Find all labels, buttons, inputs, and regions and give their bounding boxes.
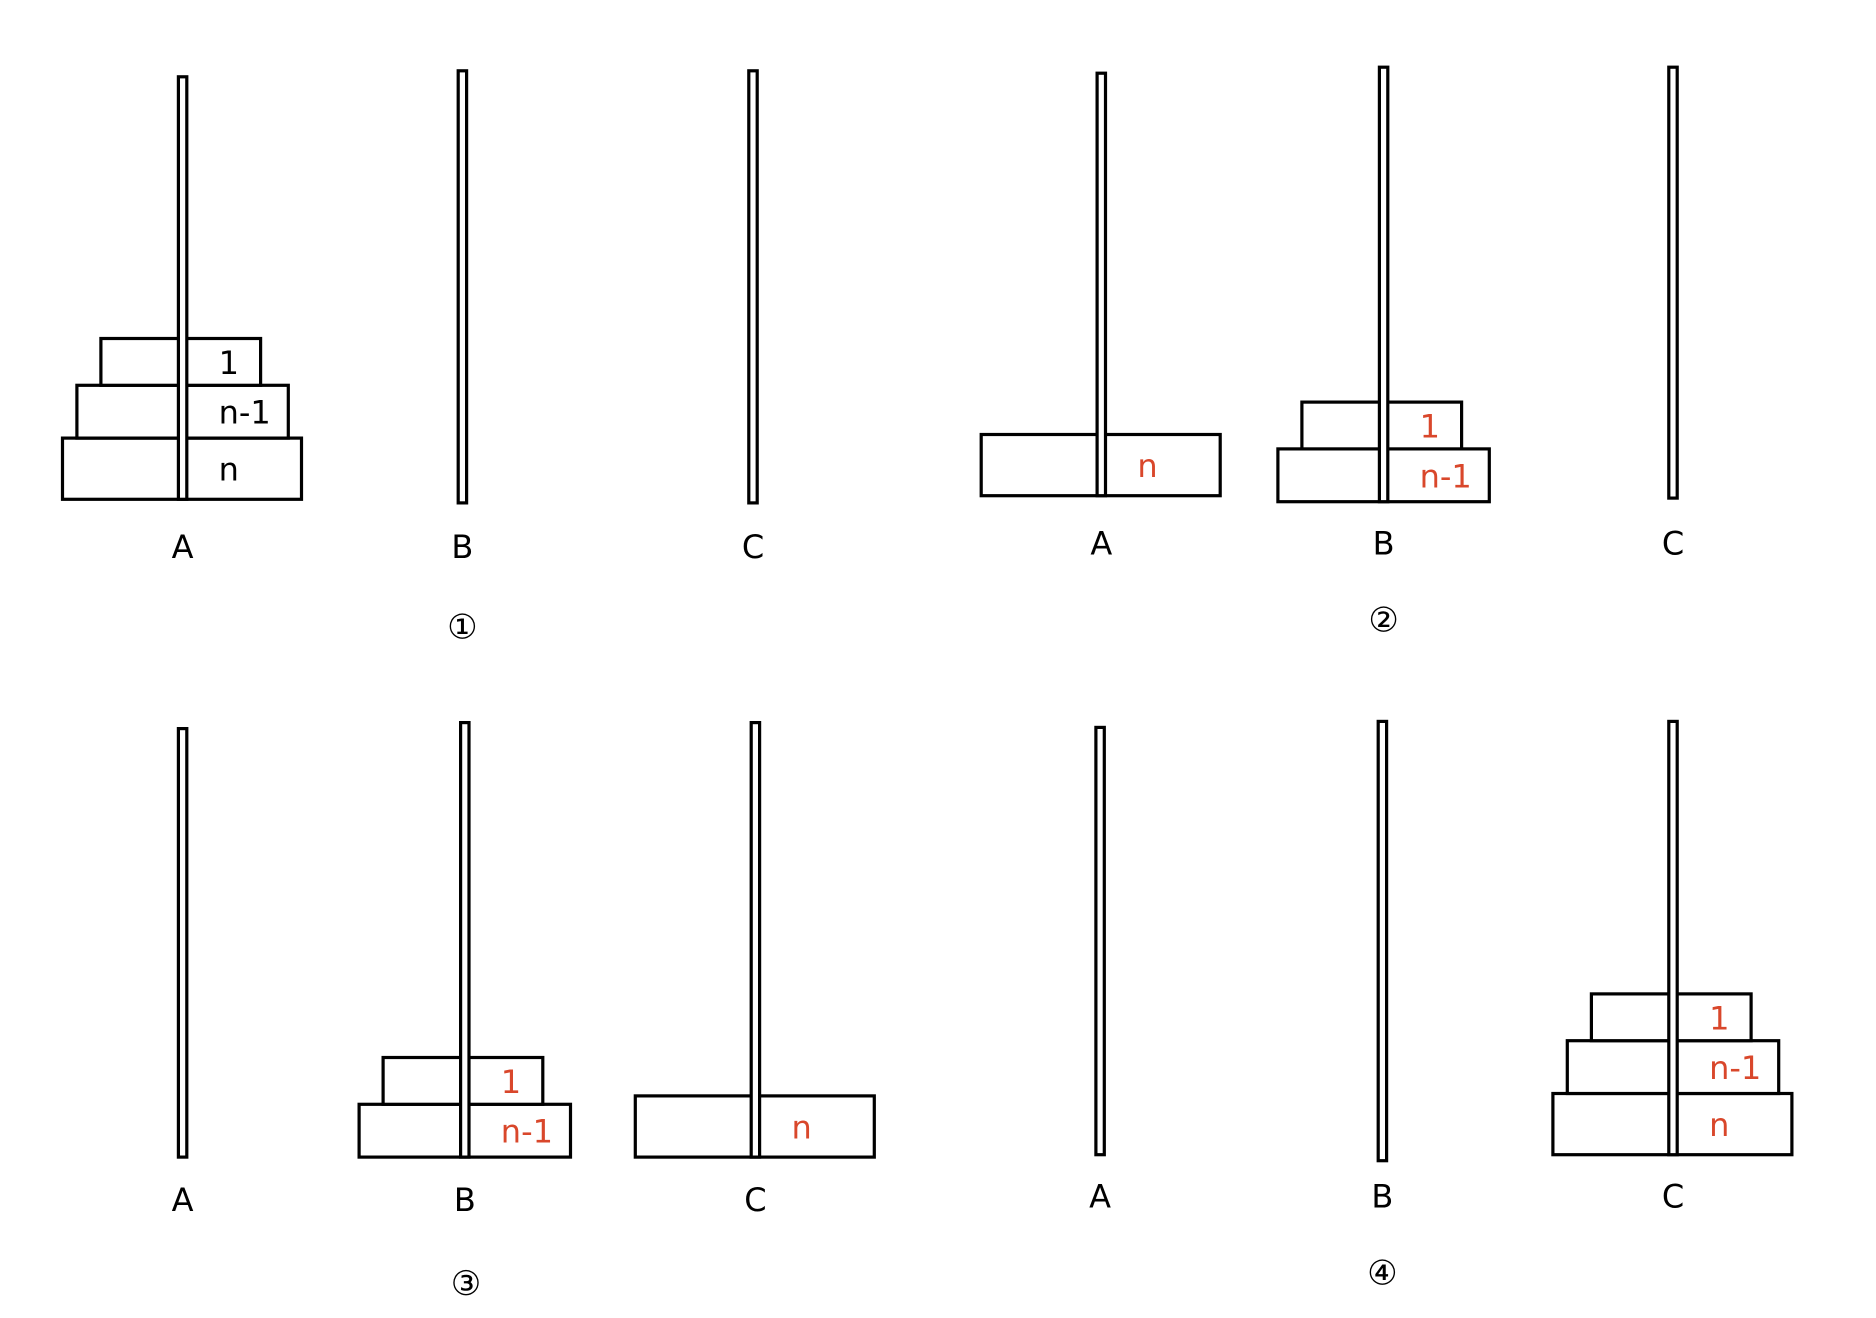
peg-rod [749, 720, 762, 1159]
disk-label: 1 [1709, 999, 1729, 1037]
peg-rod [1376, 719, 1389, 1163]
peg-label: A [1090, 525, 1112, 563]
disk-label: n-1 [1709, 1049, 1761, 1087]
peg-rod [1667, 719, 1679, 1157]
peg-b: B [451, 69, 473, 566]
peg-b: n-1 1B [1276, 65, 1491, 563]
peg-rod [1667, 65, 1679, 500]
peg-label: C [1662, 1178, 1684, 1216]
disk-label: n-1 [219, 394, 271, 432]
panel-step-4: A Bn n-1 1C ④ [1089, 719, 1794, 1293]
peg-label: C [744, 1181, 766, 1219]
peg-rod [1377, 65, 1390, 504]
peg-c: C [1662, 65, 1684, 563]
peg-rod [176, 75, 189, 501]
peg-c: n n-1 1C [1551, 719, 1794, 1216]
step-number: ① [447, 608, 477, 648]
peg-rod [747, 69, 759, 505]
peg-label: B [1373, 525, 1395, 563]
step-number: ③ [451, 1264, 481, 1304]
peg-a: A [172, 726, 194, 1219]
disk-label: n [219, 451, 239, 489]
panel-step-1: n n-1 1A B C ① [60, 69, 764, 648]
peg-label: C [1662, 525, 1684, 563]
peg-label: B [454, 1181, 476, 1219]
disk-label: 1 [501, 1063, 521, 1101]
peg-label: C [742, 528, 764, 566]
disk-label: n [1137, 447, 1157, 485]
peg-a: nA [979, 71, 1222, 563]
peg-label: B [451, 528, 473, 566]
peg-rod [176, 726, 189, 1159]
step-number: ② [1368, 600, 1398, 640]
peg-rod [1095, 71, 1108, 498]
peg-c: C [742, 69, 764, 566]
peg-rod [459, 720, 471, 1159]
peg-label: A [172, 1181, 194, 1219]
disk-label: 1 [219, 344, 239, 382]
disk-label: n [1709, 1106, 1729, 1144]
peg-a: A [1089, 725, 1111, 1216]
peg-a: n n-1 1A [60, 75, 304, 566]
peg-label: A [1089, 1178, 1111, 1216]
peg-rod [456, 69, 469, 505]
peg-b: n-1 1B [357, 720, 573, 1219]
disk-label: n [792, 1109, 812, 1147]
peg-b: B [1371, 719, 1393, 1216]
peg-c: nC [633, 720, 876, 1219]
peg-label: A [172, 528, 194, 566]
disk-label: n-1 [501, 1113, 553, 1151]
peg-label: B [1371, 1178, 1393, 1216]
step-number: ④ [1367, 1253, 1397, 1293]
disk-label: 1 [1420, 408, 1440, 446]
disk-label: n-1 [1420, 457, 1472, 495]
peg-rod [1094, 725, 1106, 1157]
